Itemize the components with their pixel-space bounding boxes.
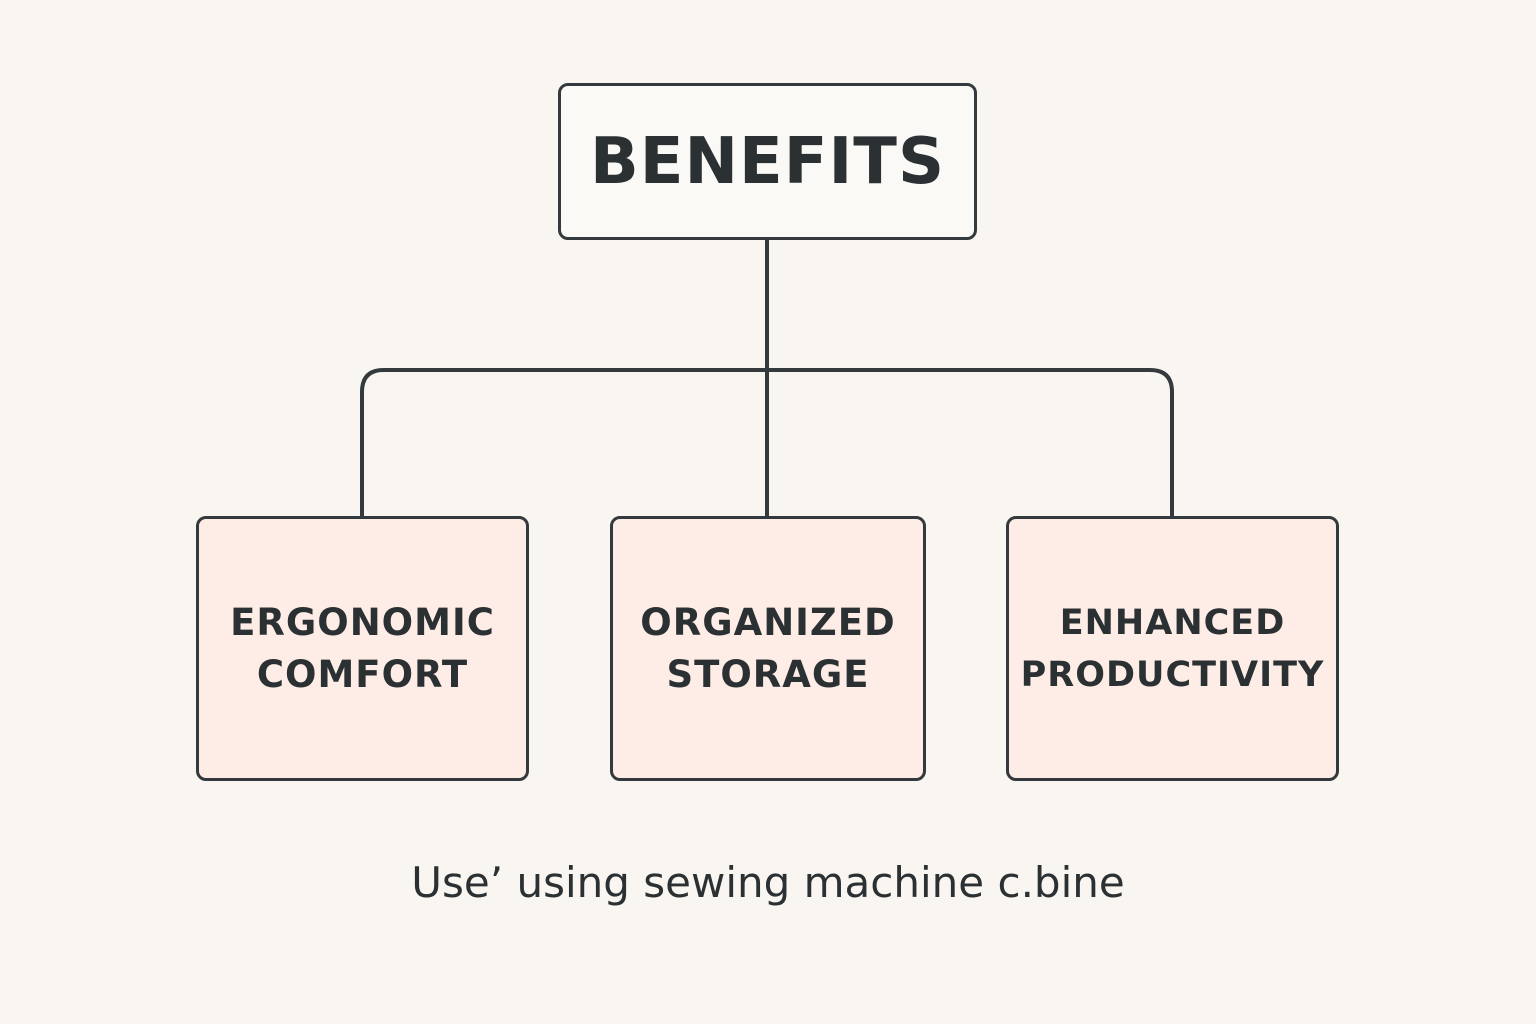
child-node-label: ORGANIZED STORAGE: [640, 600, 896, 696]
root-node-label: BENEFITS: [589, 124, 946, 199]
branch-bar-line: [360, 368, 1174, 518]
diagram-caption: Use’ using sewing machine c.bine: [411, 858, 1125, 907]
benefits-root-node: BENEFITS: [558, 83, 977, 240]
enhanced-productivity-node: ENHANCED PRODUCTIVITY: [1006, 516, 1339, 781]
organized-storage-node: ORGANIZED STORAGE: [610, 516, 926, 781]
ergonomic-comfort-node: ERGONOMIC COMFORT: [196, 516, 529, 781]
child-node-label: ENHANCED PRODUCTIVITY: [1020, 602, 1325, 695]
child-node-label: ERGONOMIC COMFORT: [230, 600, 495, 696]
